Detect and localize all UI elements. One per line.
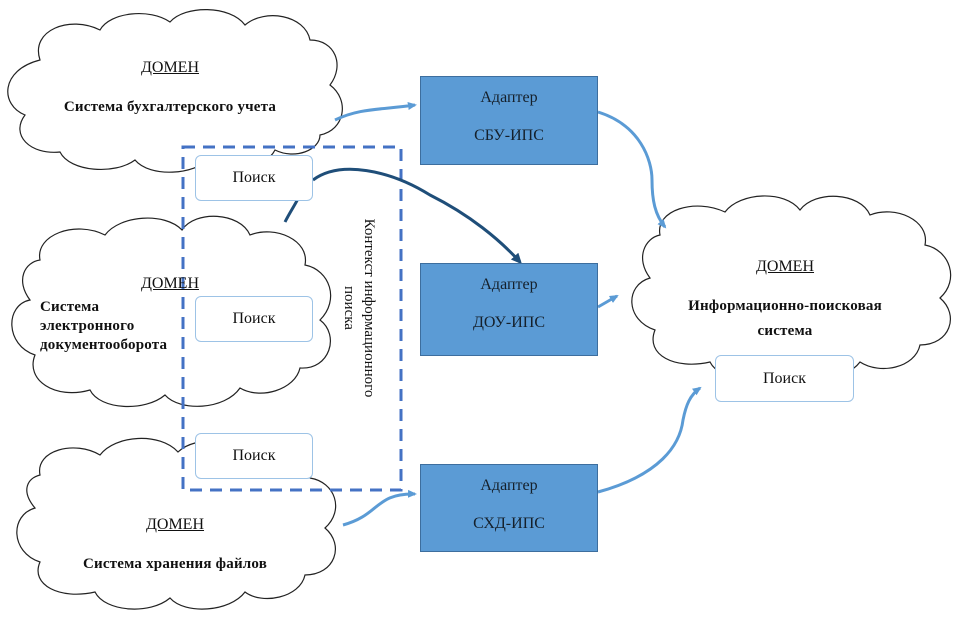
domain-header: ДОМЕН (140, 275, 200, 292)
adapter-label: Адаптер (480, 477, 538, 494)
search-box-fs[interactable]: Поиск (195, 433, 313, 479)
arrow-dou-to-ips (597, 294, 619, 309)
domain-header: ДОМЕН (140, 59, 200, 76)
domain-fs: ДОМЕН Система хранения файлов (30, 515, 320, 574)
search-box-accounting[interactable]: Поиск (195, 155, 313, 201)
adapter-shd-ips: Адаптер СХД-ИПС (420, 464, 598, 552)
domain-ips: ДОМЕН Информационно-поисковая система (655, 257, 915, 341)
adapter-dou-ips: Адаптер ДОУ-ИПС (420, 263, 598, 356)
arrow-sbu-to-ips (597, 110, 667, 229)
cloud-edms (11, 215, 332, 407)
domain-title-line: Информационно-поисковая (688, 298, 882, 314)
domain-edms-title: Система электронного документооборота (40, 298, 167, 354)
cloud-ips (631, 195, 952, 380)
cloud-fs (16, 437, 337, 610)
context-label-line: поиска (341, 286, 358, 330)
domain-title-line: электронного (40, 317, 135, 334)
domain-title-line: документооборота (40, 336, 168, 353)
adapter-code: ДОУ-ИПС (472, 314, 545, 331)
domain-accounting: ДОМЕН Система бухгалтерского учета (20, 58, 320, 117)
search-context-frame (181, 145, 403, 492)
context-label-line: Контекст информационного (361, 218, 377, 398)
adapter-sbu-ips: Адаптер СБУ-ИПС (420, 76, 598, 165)
arrow-accounting-to-sbu (334, 102, 417, 122)
domain-edms-header: ДОМЕН (100, 274, 240, 294)
adapter-code: СБУ-ИПС (474, 127, 544, 144)
adapter-code: СХД-ИПС (473, 515, 545, 532)
adapter-label: Адаптер (480, 276, 538, 293)
domain-title-line: Система (40, 299, 100, 315)
arrow-search-to-dou (312, 167, 523, 265)
domain-title: Система бухгалтерского учета (63, 99, 277, 115)
search-context-label: Контекст информационного поиска (338, 208, 378, 408)
arrow-shd-to-ips (597, 386, 702, 494)
adapter-label: Адаптер (480, 89, 538, 106)
domain-header: ДОМЕН (755, 258, 815, 275)
search-box-ips[interactable]: Поиск (715, 355, 854, 402)
arrow-fs-to-shd (342, 489, 417, 527)
domain-title-line: система (757, 322, 813, 339)
domain-title: Система хранения файлов (82, 556, 268, 572)
cloud-accounting (7, 9, 343, 173)
search-box-edms[interactable]: Поиск (195, 296, 313, 342)
domain-header: ДОМЕН (145, 516, 205, 533)
